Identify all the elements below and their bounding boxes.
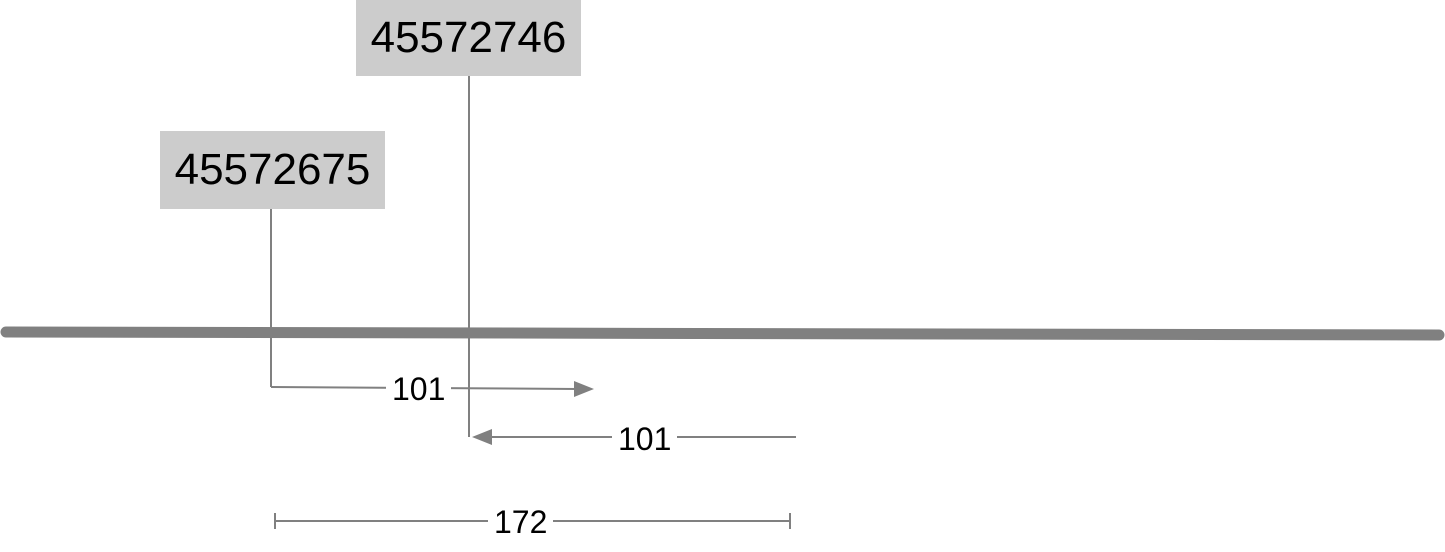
position-label-45572746: 45572746 xyxy=(356,0,581,76)
arrow-left-icon xyxy=(472,429,492,445)
position-label-text: 45572746 xyxy=(370,13,567,62)
position-label-text: 45572675 xyxy=(174,145,371,194)
sequence-line xyxy=(0,326,1445,341)
position-label-45572675: 45572675 xyxy=(160,131,385,209)
arrow-right-icon xyxy=(574,381,594,397)
forward-distance-label: 101 xyxy=(386,373,452,405)
reverse-distance-label: 101 xyxy=(612,423,678,455)
span-distance-label: 172 xyxy=(488,506,554,538)
